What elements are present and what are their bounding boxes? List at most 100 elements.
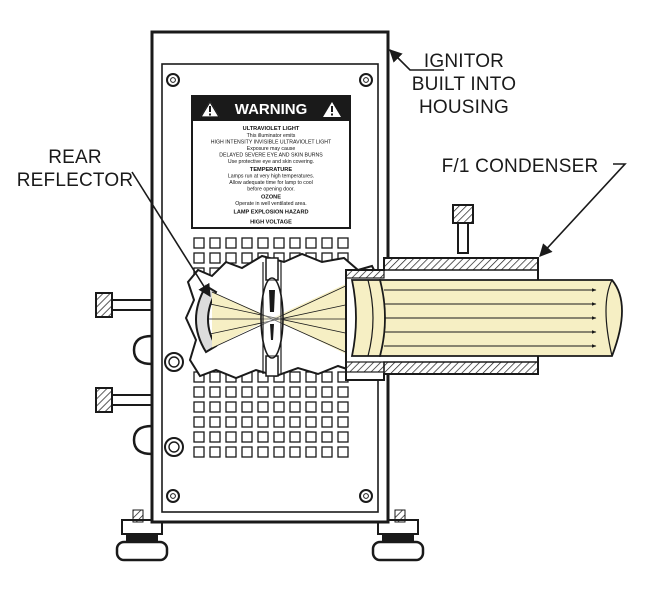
vent-slot bbox=[241, 237, 253, 249]
vent-slot bbox=[225, 431, 237, 443]
callouts: IGNITOR BUILT INTO HOUSING REAR REFLECTO… bbox=[17, 49, 627, 298]
vent-slot bbox=[337, 446, 349, 458]
vent-slot bbox=[321, 446, 333, 458]
vent-slot bbox=[241, 446, 253, 458]
arrow-icon bbox=[131, 171, 211, 298]
vent-slot bbox=[193, 386, 205, 398]
warning-label: WARNING ULTRAVIOLET LIGHT This illuminat… bbox=[191, 95, 351, 229]
vent-slot bbox=[321, 237, 333, 249]
warning-explosion-heading: LAMP EXPLOSION HAZARD bbox=[233, 210, 308, 216]
arrow-icon bbox=[389, 49, 444, 71]
vent-slot bbox=[321, 431, 333, 443]
vent-slot bbox=[209, 446, 221, 458]
vent-slot bbox=[321, 416, 333, 428]
vent-slot bbox=[209, 237, 221, 249]
vent-slot bbox=[273, 237, 285, 249]
vent-grid bbox=[193, 237, 349, 458]
warning-text: before opening door. bbox=[247, 187, 295, 193]
vent-slot bbox=[209, 371, 221, 383]
light-rays bbox=[209, 282, 351, 356]
vent-slot bbox=[305, 237, 317, 249]
vent-slot bbox=[321, 386, 333, 398]
vent-slot bbox=[193, 401, 205, 413]
arrow-icon bbox=[539, 163, 627, 257]
cutaway-view bbox=[184, 252, 380, 380]
rear-reflector-label: REFLECTOR bbox=[17, 170, 134, 191]
vent-slot bbox=[209, 386, 221, 398]
condenser-lens bbox=[350, 279, 386, 357]
vent-slot bbox=[241, 431, 253, 443]
beam-rays bbox=[384, 288, 597, 348]
warning-text: Use protective eye and skin covering. bbox=[228, 159, 314, 165]
vent-slot bbox=[273, 431, 285, 443]
vent-slot bbox=[241, 401, 253, 413]
vent-slot bbox=[209, 416, 221, 428]
rear-reflector-label: REAR bbox=[48, 147, 102, 168]
vent-slot bbox=[289, 371, 301, 383]
warning-triangle-icon bbox=[199, 100, 221, 118]
vent-slot bbox=[257, 386, 269, 398]
vent-slot bbox=[225, 416, 237, 428]
side-screws bbox=[164, 352, 184, 457]
vent-slot bbox=[305, 431, 317, 443]
vent-slot bbox=[273, 386, 285, 398]
vent-slot bbox=[305, 386, 317, 398]
vent-slot bbox=[257, 431, 269, 443]
vent-slot bbox=[337, 431, 349, 443]
vent-slot bbox=[241, 252, 253, 264]
vent-slot bbox=[209, 252, 221, 264]
vent-slot bbox=[257, 401, 269, 413]
vent-slot bbox=[289, 237, 301, 249]
warning-text: Operate in well ventilated area. bbox=[235, 201, 307, 207]
vent-slot bbox=[305, 401, 317, 413]
vent-slot bbox=[273, 446, 285, 458]
vent-slot bbox=[273, 401, 285, 413]
ignitor-label: BUILT INTO bbox=[412, 74, 516, 95]
vent-slot bbox=[321, 401, 333, 413]
rear-reflector bbox=[195, 284, 218, 354]
warning-title: WARNING bbox=[235, 101, 308, 118]
screw-icon bbox=[166, 73, 373, 503]
warning-triangle-icon bbox=[323, 102, 341, 117]
vent-slot bbox=[241, 386, 253, 398]
vent-slot bbox=[289, 416, 301, 428]
warning-voltage-heading: HIGH VOLTAGE bbox=[250, 220, 292, 226]
condenser-label: F/1 CONDENSER bbox=[442, 156, 599, 177]
vent-slot bbox=[209, 431, 221, 443]
vent-slot bbox=[305, 416, 317, 428]
vent-slot bbox=[289, 446, 301, 458]
vent-slot bbox=[193, 446, 205, 458]
warning-ozone-heading: OZONE bbox=[261, 195, 281, 201]
vent-slot bbox=[337, 386, 349, 398]
vent-slot bbox=[257, 446, 269, 458]
vent-slot bbox=[193, 431, 205, 443]
upper-knob-icon bbox=[95, 292, 113, 318]
vent-slot bbox=[337, 401, 349, 413]
vent-slot bbox=[225, 386, 237, 398]
warning-text: Allow adequate time for lamp to cool bbox=[229, 180, 313, 186]
base-feet bbox=[115, 509, 425, 562]
vent-slot bbox=[321, 371, 333, 383]
lower-knob-icon bbox=[95, 387, 113, 413]
condenser-knob-icon bbox=[452, 204, 474, 224]
vent-slot bbox=[273, 416, 285, 428]
ignitor-label: HOUSING bbox=[419, 97, 509, 118]
warning-text: HIGH INTENSITY INVISIBLE ULTRAVIOLET LIG… bbox=[211, 140, 332, 146]
arc-lamp bbox=[260, 257, 284, 377]
warning-text: DELAYED SEVERE EYE AND SKIN BURNS bbox=[219, 153, 323, 159]
warning-text: This illuminator emits bbox=[247, 133, 296, 139]
vent-slot bbox=[193, 416, 205, 428]
warning-uv-heading: ULTRAVIOLET LIGHT bbox=[243, 126, 300, 132]
condenser-barrel bbox=[345, 204, 623, 381]
left-knobs bbox=[95, 292, 153, 456]
vent-slot bbox=[225, 237, 237, 249]
vent-slot bbox=[337, 416, 349, 428]
warning-text: Lamps run at very high temperatures. bbox=[228, 174, 314, 180]
vent-slot bbox=[257, 237, 269, 249]
vent-slot bbox=[193, 252, 205, 264]
vent-slot bbox=[289, 401, 301, 413]
vent-slot bbox=[209, 401, 221, 413]
vent-slot bbox=[289, 386, 301, 398]
warning-text: Exposure may cause bbox=[247, 146, 296, 152]
